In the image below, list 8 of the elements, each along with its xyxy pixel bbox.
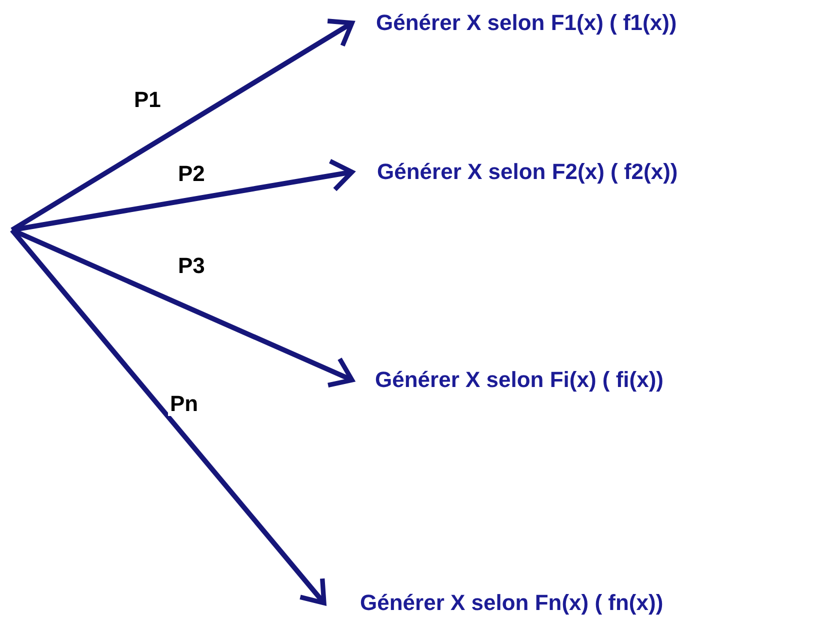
arrow (10, 228, 326, 606)
outcome-label: Générer X selon Fi(x) ( fi(x)) (352, 365, 664, 395)
outcome-label: Générer X selon F1(x) ( f1(x)) (352, 8, 677, 38)
outcome-label: Générer X selon Fn(x) ( fn(x)) (324, 588, 664, 618)
outcome-label: Générer X selon F2(x) ( f2(x)) (352, 157, 678, 187)
arrow (12, 158, 354, 232)
arrow (11, 228, 354, 388)
arrow (10, 18, 354, 232)
